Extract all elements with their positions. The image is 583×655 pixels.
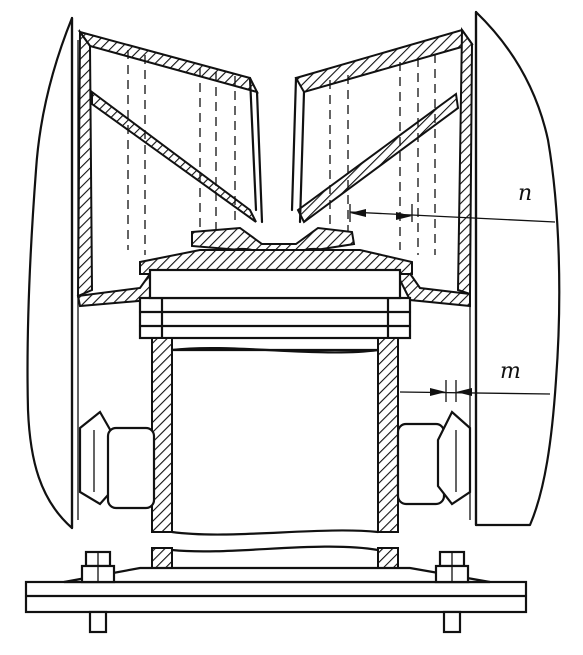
right-side-frame (469, 10, 561, 527)
dimension-m: m (399, 359, 551, 402)
base-plate (24, 566, 528, 614)
right-wing-roller (290, 26, 474, 308)
dimension-n-label: n (518, 181, 532, 206)
belt-strip (138, 296, 412, 340)
right-bolt (434, 550, 470, 634)
right-axle-bearing (396, 410, 472, 506)
left-bolt (80, 550, 116, 634)
left-side-frame (26, 16, 79, 530)
dimension-n: n (349, 181, 556, 223)
dimension-m-label: m (500, 359, 521, 384)
left-axle-bearing (78, 410, 156, 510)
center-joint (139, 226, 413, 275)
